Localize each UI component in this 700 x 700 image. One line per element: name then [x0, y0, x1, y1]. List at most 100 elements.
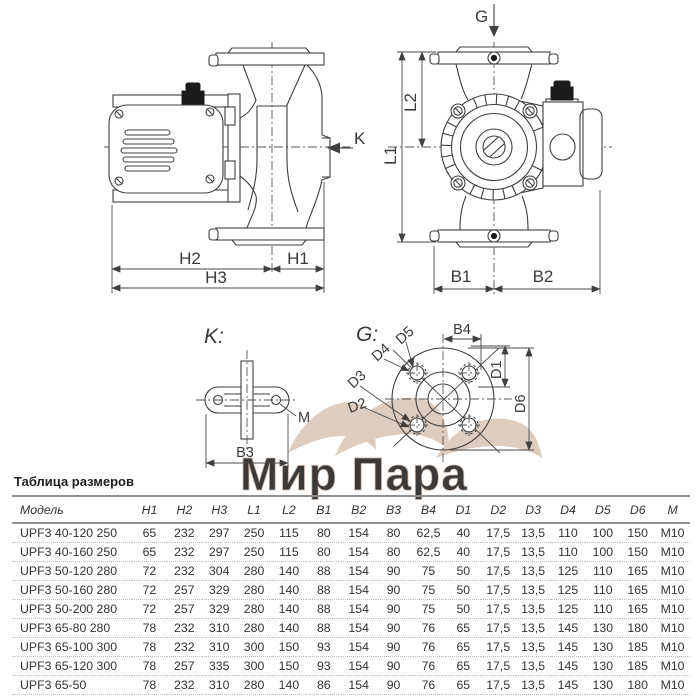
vent-slots [120, 129, 178, 172]
col-header: B1 [306, 496, 342, 524]
terminal-box [542, 80, 603, 187]
dim-d5: D5 [393, 324, 417, 348]
value-cell: 329 [201, 599, 237, 619]
watermark-swoosh [335, 397, 450, 456]
value-cell: 150 [620, 542, 656, 562]
value-cell: 13,5 [515, 656, 551, 676]
value-cell: 86 [306, 675, 342, 695]
view-arrow-g: G [475, 4, 499, 37]
value-cell: M10 [655, 523, 690, 543]
view-arrow-k: K [327, 129, 366, 154]
g-arrow-label: G [475, 7, 488, 26]
col-header: M [655, 496, 690, 524]
value-cell: 80 [306, 523, 342, 543]
value-cell: 65 [445, 637, 481, 657]
value-cell: 65 [445, 618, 481, 638]
dim-d2: D2 [346, 395, 369, 416]
model-cell: UPF3 65-80 280 [12, 618, 132, 638]
value-cell: 65 [132, 523, 167, 543]
value-cell: 185 [620, 637, 656, 657]
value-cell: 78 [132, 637, 167, 657]
value-cell: 154 [341, 618, 377, 638]
col-header: B2 [341, 496, 377, 524]
value-cell: 13,5 [515, 618, 551, 638]
value-cell: 17,5 [480, 523, 516, 543]
value-cell: 110 [585, 599, 621, 619]
col-header: H1 [132, 496, 167, 524]
value-cell: 140 [271, 599, 307, 619]
value-cell: M10 [655, 618, 690, 638]
value-cell: M10 [655, 637, 690, 657]
dim-d3: D3 [345, 368, 369, 392]
col-header: Модель [12, 496, 132, 524]
value-cell: 40 [445, 523, 481, 543]
value-cell: 329 [201, 580, 237, 600]
value-cell: 180 [620, 618, 656, 638]
value-cell: 17,5 [480, 599, 516, 619]
value-cell: 88 [306, 580, 342, 600]
value-cell: 232 [166, 675, 202, 695]
value-cell: 75 [411, 599, 446, 619]
model-cell: UPF3 50-200 280 [12, 599, 132, 619]
value-cell: M10 [655, 599, 690, 619]
top-flange-front [429, 46, 559, 65]
value-cell: M10 [655, 675, 690, 695]
value-cell: 88 [306, 618, 342, 638]
value-cell: 300 [236, 656, 272, 676]
top-flange-side [208, 47, 325, 67]
bottom-flange-side [208, 227, 325, 246]
box-end-cap [579, 108, 603, 180]
value-cell: 257 [166, 656, 202, 676]
col-header: B4 [411, 496, 446, 524]
side-dimensions: H2 H1 H3 [111, 182, 325, 293]
value-cell: 232 [166, 523, 202, 543]
value-cell: 232 [166, 561, 202, 581]
value-cell: 154 [341, 523, 377, 543]
value-cell: 90 [376, 618, 411, 638]
dim-h1: H1 [287, 249, 309, 268]
value-cell: 62,5 [411, 542, 446, 562]
value-cell: 145 [550, 618, 586, 638]
value-cell: 88 [306, 561, 342, 581]
value-cell: 154 [341, 561, 377, 581]
watermark-swoosh [288, 401, 376, 453]
value-cell: 250 [236, 523, 272, 543]
value-cell: 140 [271, 675, 307, 695]
value-cell: 17,5 [480, 675, 516, 695]
value-cell: 310 [201, 618, 237, 638]
model-cell: UPF3 40-120 250 [12, 523, 132, 543]
bottom-flange-front [429, 229, 559, 248]
value-cell: 90 [376, 599, 411, 619]
value-cell: 90 [376, 656, 411, 676]
value-cell: 140 [271, 561, 307, 581]
value-cell: 90 [376, 675, 411, 695]
value-cell: 13,5 [515, 599, 551, 619]
dim-b4: B4 [453, 322, 471, 338]
dim-h2: H2 [179, 249, 201, 268]
value-cell: 88 [306, 599, 342, 619]
value-cell: 80 [376, 542, 411, 562]
value-cell: 115 [271, 523, 307, 543]
value-cell: 280 [236, 599, 272, 619]
value-cell: 93 [306, 656, 342, 676]
value-cell: 17,5 [480, 618, 516, 638]
value-cell: 145 [550, 637, 586, 657]
value-cell: 110 [550, 542, 586, 562]
col-header: D5 [585, 496, 621, 524]
col-header: D6 [620, 496, 656, 524]
value-cell: 93 [306, 637, 342, 657]
value-cell: 154 [341, 637, 377, 657]
value-cell: 165 [620, 599, 656, 619]
value-cell: 257 [166, 599, 202, 619]
value-cell: 90 [376, 561, 411, 581]
value-cell: 13,5 [515, 523, 551, 543]
dim-h3: H3 [205, 268, 227, 287]
value-cell: 280 [236, 675, 272, 695]
value-cell: 180 [620, 675, 656, 695]
